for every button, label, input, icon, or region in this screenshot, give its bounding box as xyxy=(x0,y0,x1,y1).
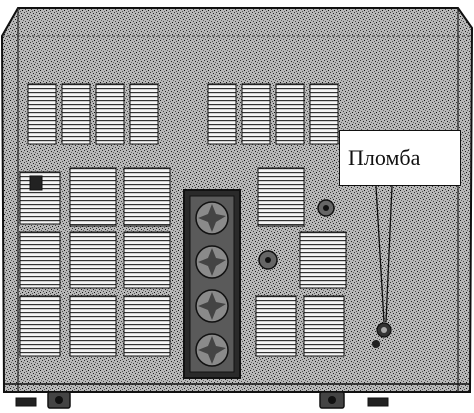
fan-icon xyxy=(195,289,229,323)
vent-grille xyxy=(95,83,125,145)
seal-callout: Пломба xyxy=(339,130,461,186)
vent-grille xyxy=(27,83,57,145)
vent-grille xyxy=(257,167,305,227)
vent-grille xyxy=(207,83,237,145)
leveling-foot xyxy=(15,397,37,407)
vent-grille xyxy=(255,295,297,357)
callout-leader xyxy=(375,185,393,323)
leveling-foot xyxy=(367,397,389,407)
knob-icon xyxy=(317,199,335,217)
vent-grille xyxy=(69,231,117,289)
vent-grille xyxy=(123,167,171,227)
vent-grille xyxy=(309,83,339,145)
vent-grille xyxy=(61,83,91,145)
vent-grille xyxy=(123,295,171,357)
vent-grille xyxy=(275,83,305,145)
caster-wheel xyxy=(47,391,71,409)
vent-grille xyxy=(19,295,61,357)
vent-grille xyxy=(69,295,117,357)
fan-icon xyxy=(195,333,229,367)
seal-icon xyxy=(372,322,392,348)
lower-vent-grilles xyxy=(19,295,345,357)
vent-grille xyxy=(303,295,345,357)
vent-grille xyxy=(19,231,61,289)
vent-grille xyxy=(123,231,171,289)
vent-grille xyxy=(241,83,271,145)
caster-wheel xyxy=(319,391,345,409)
fan-icon xyxy=(195,245,229,279)
seal-label: Пломба xyxy=(348,145,421,170)
knob-icon xyxy=(258,250,278,270)
indicator-icon xyxy=(29,175,43,191)
vent-grille xyxy=(69,167,117,227)
upper-vent-grilles xyxy=(27,83,339,145)
fan-icon xyxy=(195,201,229,235)
middle-vent-grilles xyxy=(19,167,347,289)
vent-grille xyxy=(129,83,159,145)
fan-panel xyxy=(183,189,241,379)
vent-grille xyxy=(299,231,347,289)
